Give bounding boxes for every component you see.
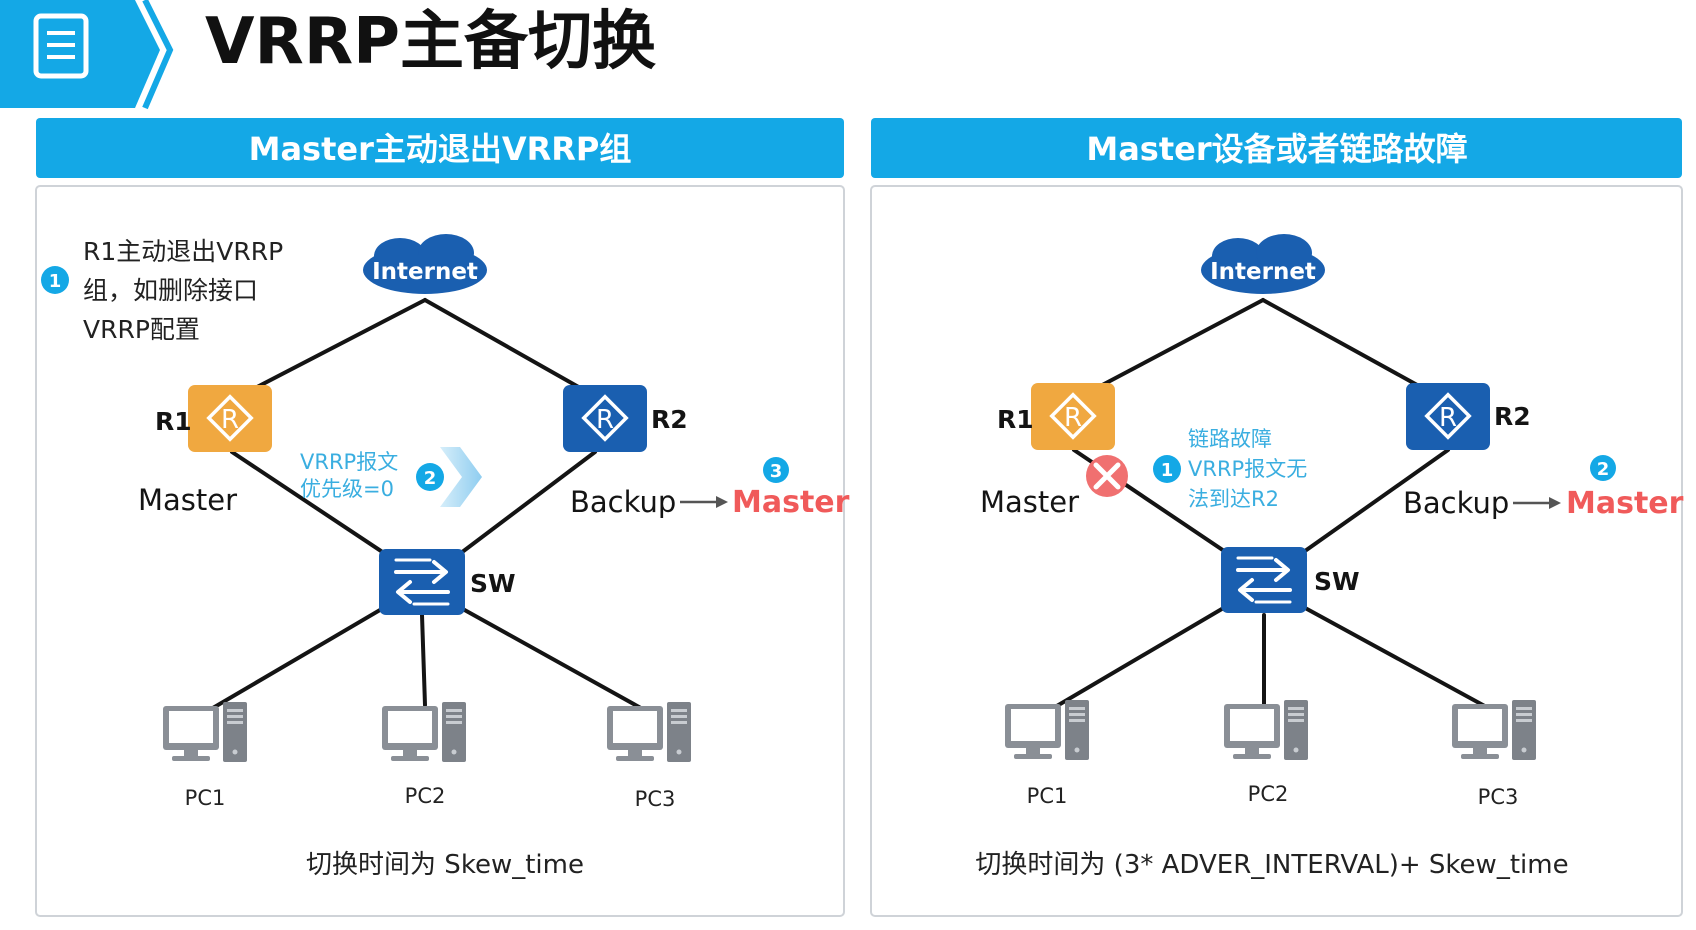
left-footer: 切换时间为 Skew_time — [306, 850, 584, 880]
left-pc2-label: PC2 — [405, 784, 446, 808]
svg-text:1: 1 — [1161, 460, 1174, 481]
left-panel-header: Master主动退出VRRP组 — [249, 130, 632, 168]
link-fault-icon — [1086, 455, 1128, 497]
right-r2-label: R2 — [1494, 402, 1531, 431]
title-bar: VRRP主备切换 — [0, 0, 656, 110]
router-r-letter: R — [1064, 403, 1082, 433]
left-panel: Master主动退出VRRP组 Internet R R1 Master — [35, 118, 850, 917]
left-switch — [379, 549, 465, 615]
left-step1-line1: R1主动退出VRRP — [83, 237, 283, 266]
right-panel: Master设备或者链路故障 Internet R R1 Master — [870, 118, 1684, 917]
right-r1-router: R — [1031, 383, 1115, 450]
title-chevron — [142, 0, 174, 110]
right-r2-new-role: Master — [1566, 486, 1684, 521]
right-r2-role: Backup — [1403, 486, 1509, 520]
left-vrrp-note-line2: 优先级=0 — [300, 477, 394, 501]
left-r2-label: R2 — [651, 405, 688, 434]
left-r1-label: R1 — [155, 407, 192, 436]
right-r1-label: R1 — [997, 405, 1034, 434]
right-pc2-label: PC2 — [1248, 782, 1289, 806]
right-pc1-label: PC1 — [1027, 784, 1068, 808]
right-fault-line1: 链路故障 — [1188, 427, 1272, 451]
router-r-letter: R — [221, 405, 239, 435]
left-sw-label: SW — [470, 569, 516, 598]
left-r2-role: Backup — [570, 485, 676, 519]
document-icon — [33, 13, 89, 79]
right-panel-header: Master设备或者链路故障 — [1086, 130, 1467, 168]
left-step1-line3: VRRP配置 — [83, 315, 200, 344]
right-panel-header-bar — [871, 118, 1682, 178]
left-step1-badge: 1 — [41, 266, 69, 294]
right-pc3-label: PC3 — [1478, 785, 1519, 809]
svg-text:1: 1 — [49, 271, 62, 292]
left-pc1-label: PC1 — [185, 786, 226, 810]
right-footer: 切换时间为 (3* ADVER_INTERVAL)+ Skew_time — [975, 850, 1568, 880]
svg-text:3: 3 — [770, 461, 783, 482]
right-r1-role: Master — [980, 485, 1079, 519]
right-role-arrow — [1513, 497, 1561, 509]
right-sw-label: SW — [1314, 567, 1360, 596]
page-title: VRRP主备切换 — [205, 5, 656, 79]
right-r2-router: R — [1406, 383, 1490, 450]
svg-text:2: 2 — [424, 468, 437, 489]
right-step1-badge: 1 — [1153, 455, 1181, 483]
right-internet-label: Internet — [1210, 259, 1316, 285]
left-vrrp-arrow — [440, 447, 482, 507]
left-r2-new-role: Master — [732, 485, 850, 520]
left-vrrp-note-line1: VRRP报文 — [300, 450, 398, 474]
left-panel-header-bar — [36, 118, 844, 178]
router-r-letter: R — [596, 405, 614, 435]
right-switch — [1221, 547, 1307, 613]
left-step2-badge: 2 — [416, 463, 444, 491]
right-internet-cloud: Internet — [1201, 234, 1325, 294]
left-r2-router: R — [563, 385, 647, 452]
left-r1-role: Master — [138, 483, 237, 517]
right-step2-badge: 2 — [1590, 455, 1616, 481]
left-internet-cloud: Internet — [363, 234, 487, 294]
left-r1-router: R — [188, 385, 272, 452]
left-pc3-label: PC3 — [635, 787, 676, 811]
svg-text:2: 2 — [1597, 459, 1610, 480]
left-step3-badge: 3 — [763, 457, 789, 483]
left-role-arrow — [680, 496, 728, 508]
left-step1-line2: 组，如删除接口 — [83, 276, 258, 305]
title-badge — [0, 0, 160, 108]
left-internet-label: Internet — [372, 259, 478, 285]
right-fault-line3: 法到达R2 — [1188, 487, 1279, 511]
router-r-letter: R — [1439, 403, 1457, 433]
right-fault-line2: VRRP报文无 — [1188, 457, 1307, 481]
